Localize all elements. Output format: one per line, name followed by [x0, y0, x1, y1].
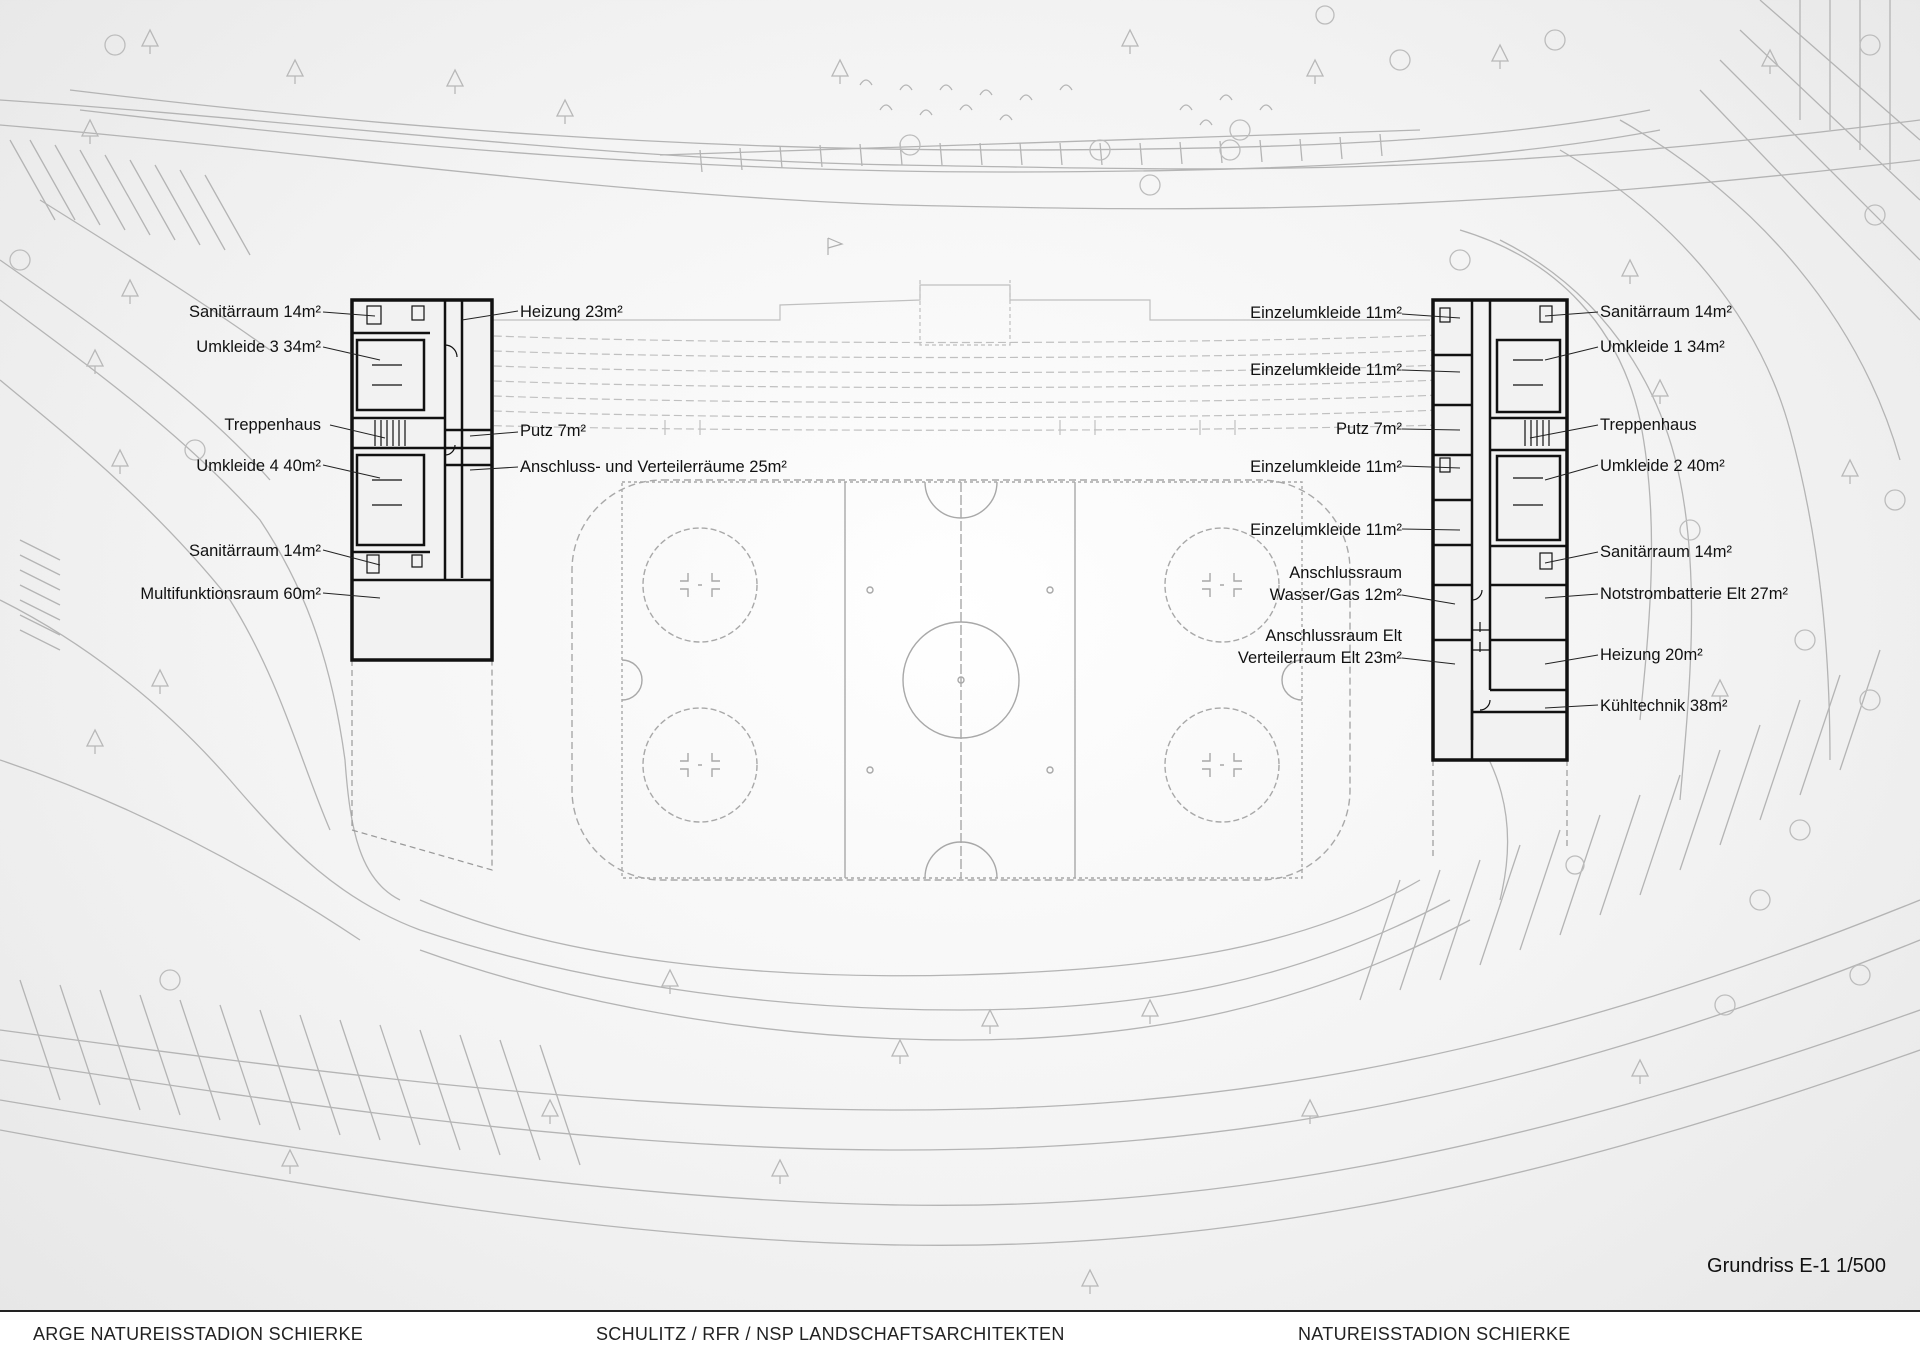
footer-left: ARGE NATUREISSTADION SCHIERKE — [33, 1324, 364, 1344]
label-notstrombatterie: Notstrombatterie Elt 27m² — [1600, 585, 1788, 603]
scale-title: Grundriss E-1 1/500 — [1707, 1255, 1886, 1277]
ice-rink — [571, 479, 1351, 881]
label-umkleide-3: Umkleide 3 34m² — [196, 338, 321, 356]
label-einzelumkleide-1: Einzelumkleide 11m² — [1250, 304, 1402, 322]
site-context — [0, 0, 1920, 1294]
label-anschlussraum-elt: Anschlussraum Elt — [1265, 627, 1402, 645]
right-room-labels: Einzelumkleide 11m² Einzelumkleide 11m² … — [1238, 303, 1789, 715]
label-heizung-right: Heizung 20m² — [1600, 646, 1703, 664]
left-building — [350, 298, 494, 871]
label-umkleide-1: Umkleide 1 34m² — [1600, 338, 1725, 356]
label-sanitaerraum-oben: Sanitärraum 14m² — [189, 303, 322, 321]
footer-center: SCHULITZ / RFR / NSP LANDSCHAFTSARCHITEK… — [596, 1324, 1065, 1344]
label-multifunktionsraum: Multifunktionsraum 60m² — [140, 585, 321, 603]
label-kuehltechnik: Kühltechnik 38m² — [1600, 697, 1728, 715]
right-building — [1431, 298, 1569, 860]
label-anschluss-verteilerraeume: Anschluss- und Verteilerräume 25m² — [520, 458, 787, 476]
footer-bar: ARGE NATUREISSTADION SCHIERKE SCHULITZ /… — [0, 1310, 1920, 1359]
label-sanitaerraum-unten: Sanitärraum 14m² — [189, 542, 322, 560]
label-sanitaerraum-right-unten: Sanitärraum 14m² — [1600, 543, 1733, 561]
label-verteilerraum-elt: Verteilerraum Elt 23m² — [1238, 649, 1403, 667]
label-wasser-gas: Wasser/Gas 12m² — [1270, 586, 1403, 604]
label-umkleide-2: Umkleide 2 40m² — [1600, 457, 1725, 475]
label-sanitaerraum-right-oben: Sanitärraum 14m² — [1600, 303, 1733, 321]
label-putz-right: Putz 7m² — [1336, 420, 1403, 438]
label-einzelumkleide-3: Einzelumkleide 11m² — [1250, 458, 1402, 476]
label-treppenhaus: Treppenhaus — [224, 416, 321, 434]
label-umkleide-4: Umkleide 4 40m² — [196, 457, 321, 475]
label-heizung: Heizung 23m² — [520, 303, 623, 321]
label-treppenhaus-right: Treppenhaus — [1600, 416, 1697, 434]
grandstand — [469, 237, 1441, 435]
label-leaders — [322, 310, 1599, 709]
footer-right: NATUREISSTADION SCHIERKE — [1298, 1324, 1571, 1344]
label-einzelumkleide-4: Einzelumkleide 11m² — [1250, 521, 1402, 539]
label-einzelumkleide-2: Einzelumkleide 11m² — [1250, 361, 1402, 379]
left-room-labels: Sanitärraum 14m² Umkleide 3 34m² Treppen… — [140, 303, 787, 603]
label-putz: Putz 7m² — [520, 422, 587, 440]
label-anschlussraum: Anschlussraum — [1289, 564, 1402, 582]
